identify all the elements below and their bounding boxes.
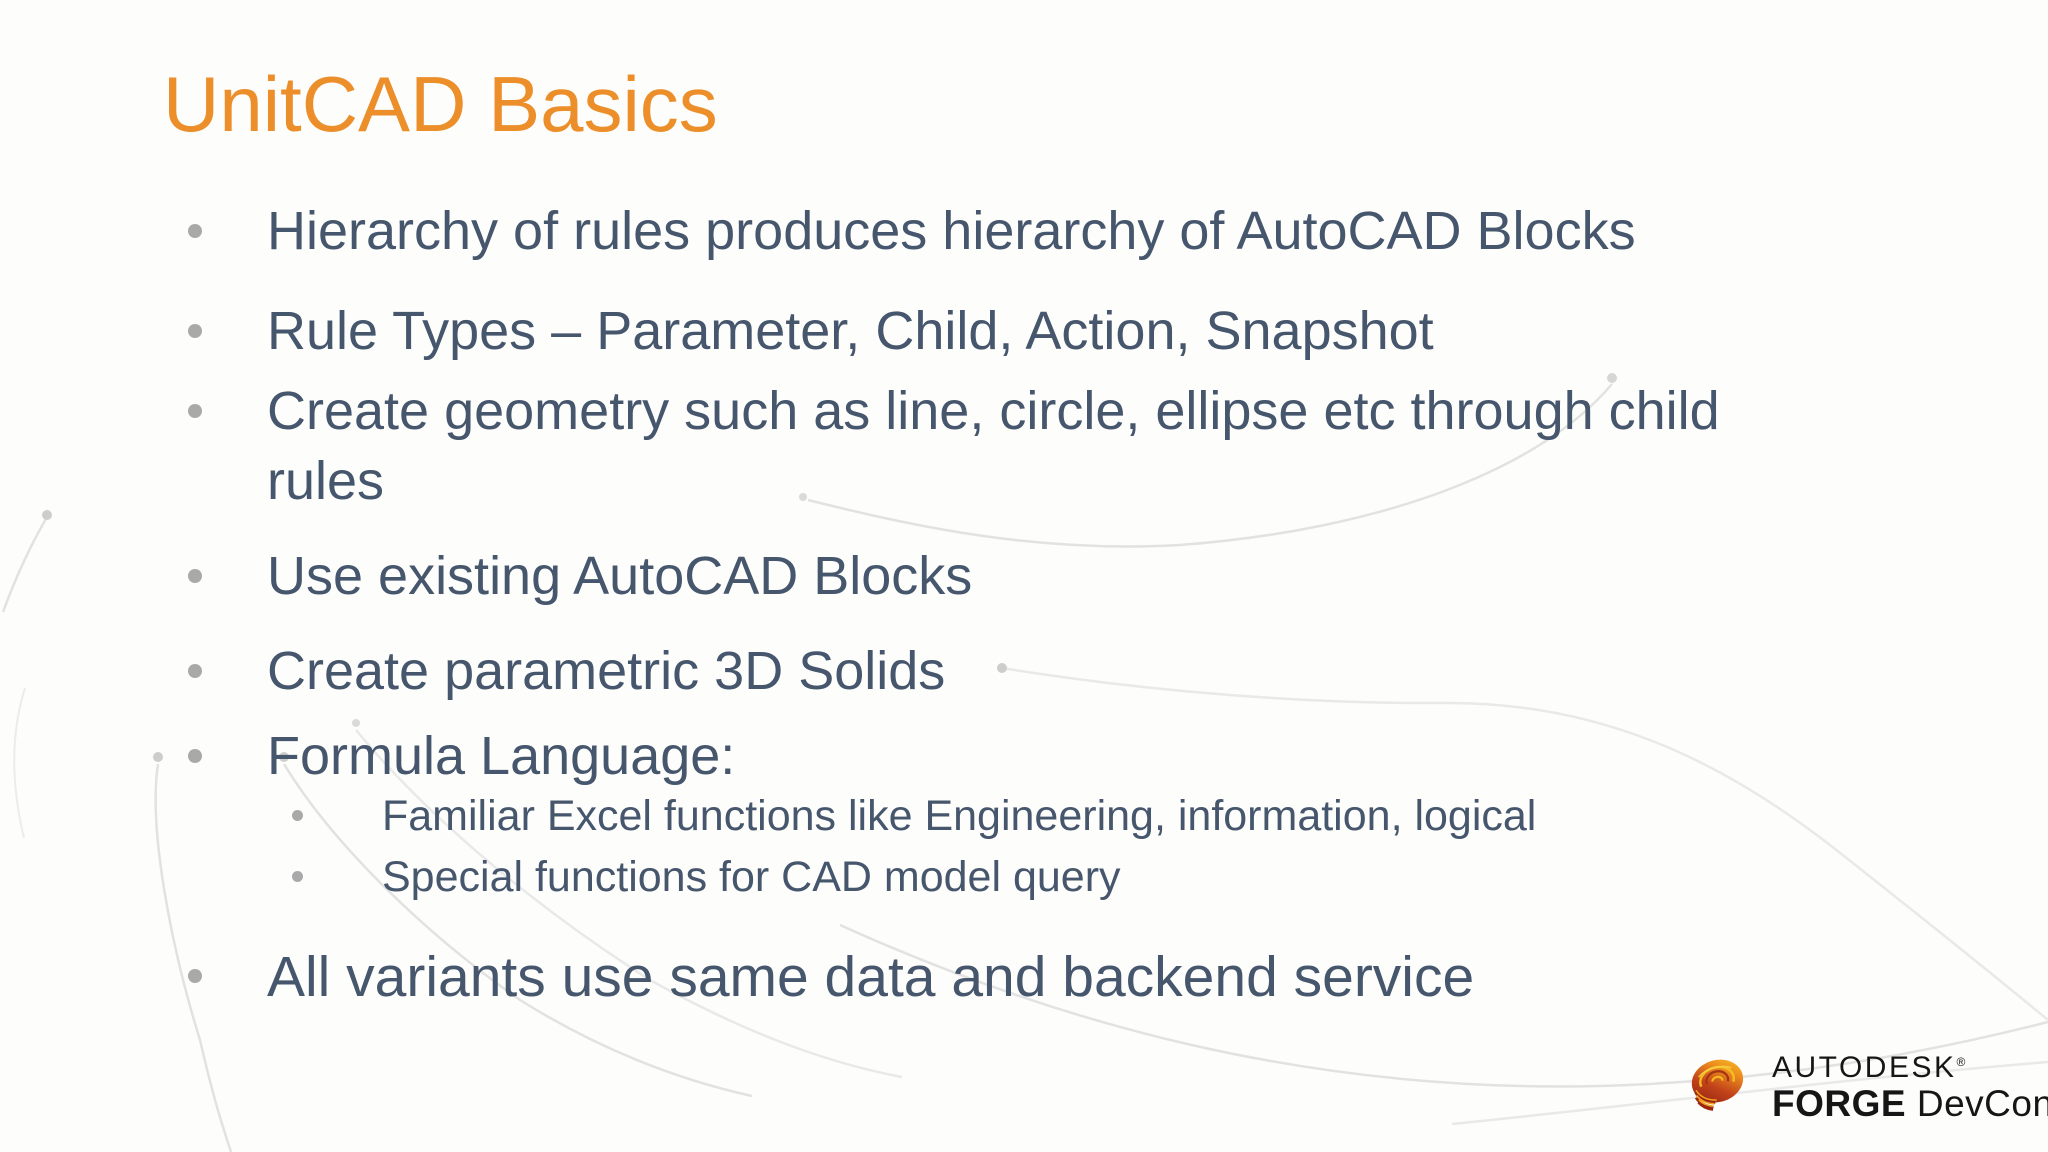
bullet-dot-icon [188, 404, 202, 418]
bullet-dot-icon [292, 810, 303, 821]
autodesk-forge-devcon-logo: AUTODESK® FORGE DevCon [1688, 1046, 2048, 1124]
sub-bullet-item: Familiar Excel functions like Engineerin… [292, 788, 1536, 844]
logo-text: AUTODESK® FORGE DevCon [1772, 1046, 2048, 1124]
bullet-text: Special functions for CAD model query [382, 853, 1121, 901]
bullet-text-line2: rules [267, 451, 385, 511]
bullet-item: Use existing AutoCAD Blocks [188, 541, 972, 611]
bullet-dot-icon [188, 569, 202, 583]
bullet-item: Formula Language: [188, 721, 735, 791]
bullet-item: Hierarchy of rules produces hierarchy of… [188, 196, 1636, 266]
logo-product: FORGE DevCon [1772, 1084, 2048, 1124]
bullet-text: Hierarchy of rules produces hierarchy of… [267, 201, 1636, 261]
bullet-dot-icon [188, 224, 202, 238]
logo-company: AUTODESK® [1772, 1046, 2048, 1084]
bullet-text: Use existing AutoCAD Blocks [267, 546, 973, 606]
bullet-dot-icon [292, 871, 303, 882]
bullet-item: Create parametric 3D Solids [188, 636, 945, 706]
logo-company-name: AUTODESK [1772, 1051, 1957, 1084]
bullet-item: Create geometry such as line, circle, el… [188, 376, 1720, 516]
registered-mark: ® [1956, 1055, 1966, 1069]
bullet-item: Rule Types – Parameter, Child, Action, S… [188, 296, 1434, 366]
slide-title: UnitCAD Basics [163, 60, 718, 148]
bullet-text: Create geometry such as line, circle, el… [267, 376, 1720, 516]
bullet-item: All variants use same data and backend s… [188, 940, 1474, 1014]
bullet-dot-icon [188, 324, 202, 338]
sub-bullet-item: Special functions for CAD model query [292, 849, 1121, 905]
bullet-text-line1: Create geometry such as line, circle, el… [267, 381, 1720, 441]
bullet-text: Formula Language: [267, 726, 736, 786]
bullet-text: Create parametric 3D Solids [267, 641, 946, 701]
logo-product-bold: FORGE [1772, 1083, 1907, 1124]
bullet-text: All variants use same data and backend s… [267, 945, 1475, 1009]
forge-swirl-icon [1691, 1059, 1744, 1111]
bullet-text: Rule Types – Parameter, Child, Action, S… [267, 301, 1434, 361]
bullet-dot-icon [188, 664, 202, 678]
bullet-dot-icon [188, 969, 202, 983]
logo-product-rest: DevCon [1906, 1083, 2048, 1124]
bullet-text: Familiar Excel functions like Engineerin… [382, 792, 1537, 840]
bullet-dot-icon [188, 749, 202, 763]
